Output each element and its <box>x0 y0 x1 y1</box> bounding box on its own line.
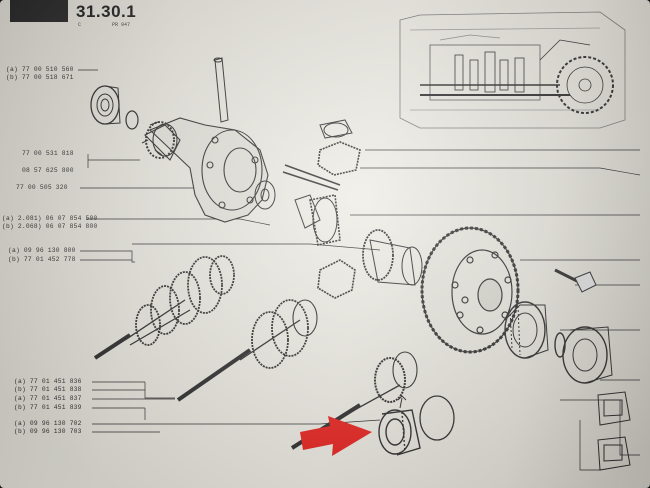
side-gear <box>294 194 341 246</box>
tapered-bearing <box>504 301 549 359</box>
secondary-shaft <box>93 255 235 360</box>
part-ref: (b) 09 96 130 703 <box>14 428 82 435</box>
part-ref: (a) 77 00 510 560 <box>6 66 74 73</box>
logo-block <box>10 0 68 22</box>
ring-gear-small <box>145 121 175 159</box>
part-ref: (a) 09 96 130 702 <box>14 420 82 427</box>
shaft-pin <box>213 57 229 123</box>
planet-pinion <box>317 119 361 176</box>
cross-pin <box>284 164 341 186</box>
part-ref: (b) 77 01 451 839 <box>14 404 82 411</box>
bearing-right <box>562 326 613 384</box>
crown-wheel <box>420 226 520 354</box>
page-code: PR 947 <box>112 22 131 28</box>
part-ref: (b) 77 00 518 671 <box>6 74 74 81</box>
primary-shaft <box>176 299 318 402</box>
part-ref: (a) 77 01 451 836 <box>14 378 82 385</box>
part-ref: (b) 2.068) 06 07 854 800 <box>2 223 98 230</box>
thrust-washer <box>254 180 276 210</box>
highlighted-bearing <box>378 409 421 456</box>
part-ref: (a) 2.081) 06 07 854 500 <box>2 215 98 222</box>
highlight-arrow <box>300 416 372 456</box>
part-ref: 77 00 531 818 <box>22 150 74 157</box>
part-ref: (b) 77 01 451 838 <box>14 386 82 393</box>
side-gear-lower <box>362 229 423 286</box>
bearing <box>90 85 121 125</box>
planet-pinion-lower <box>317 259 356 299</box>
header-small-code: C <box>78 22 82 28</box>
circlip <box>125 110 139 130</box>
part-ref: 08 57 625 800 <box>22 167 74 174</box>
bolt <box>554 268 597 293</box>
section-title: 31.30.1 <box>76 2 137 21</box>
snap-ring <box>419 395 455 441</box>
differential-housing <box>141 117 269 223</box>
part-ref: (a) 77 01 451 837 <box>14 395 82 402</box>
part-ref: (a) 09 96 130 800 <box>8 247 76 254</box>
part-ref: 77 00 505 320 <box>16 184 68 191</box>
part-ref: (b) 77 01 452 778 <box>8 256 76 263</box>
gearbox-section <box>399 11 626 129</box>
section-insert <box>597 391 631 471</box>
